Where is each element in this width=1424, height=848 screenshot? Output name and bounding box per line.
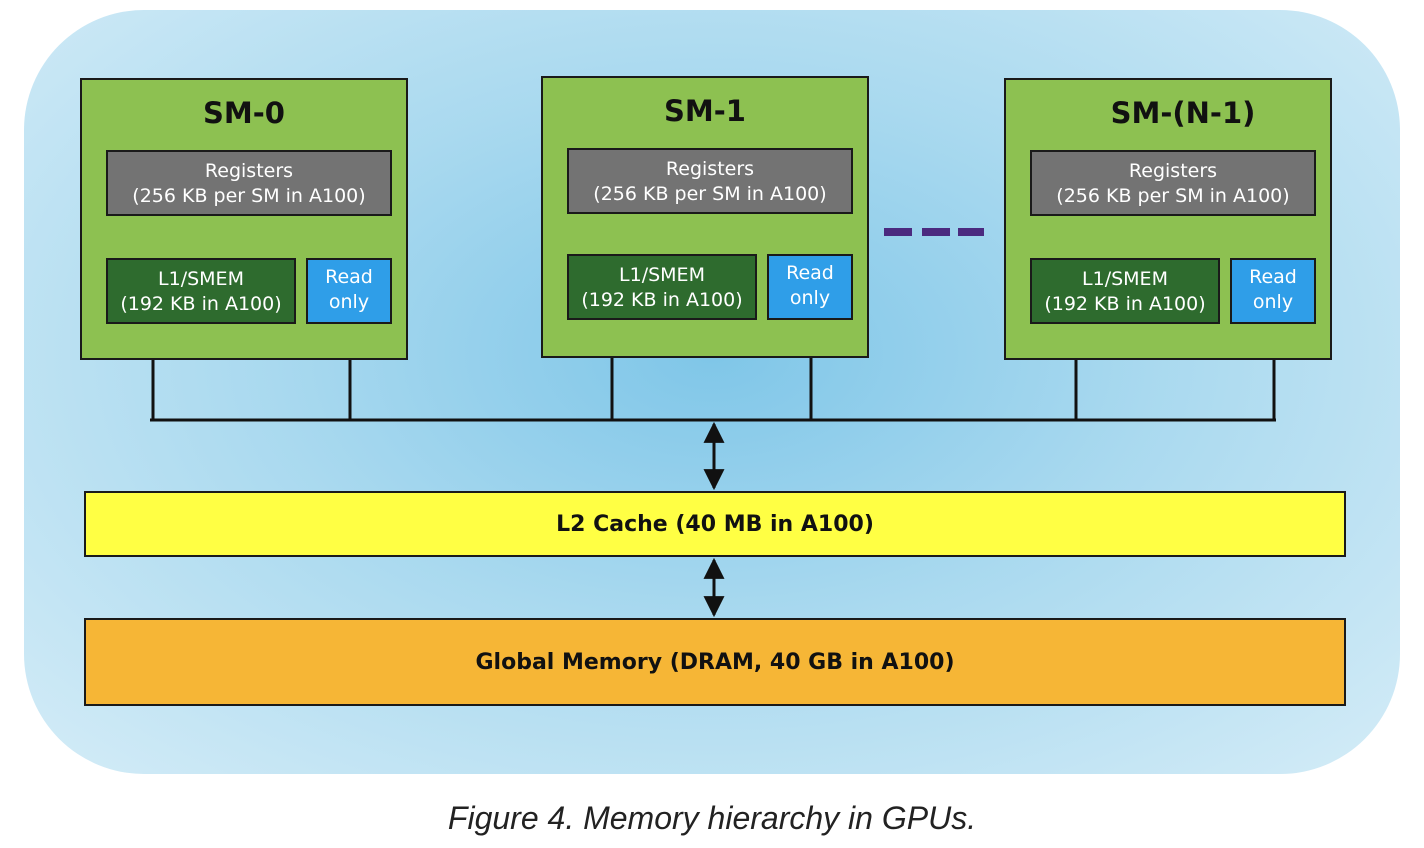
sm-block-0: SM-0 Registers (256 KB per SM in A100) L… xyxy=(80,78,408,360)
l1-label: L1/SMEM xyxy=(158,268,244,290)
sm-block-n-1: SM-(N-1) Registers (256 KB per SM in A10… xyxy=(1004,78,1332,360)
read-only-line2: only xyxy=(1252,291,1294,313)
l1-smem-box: L1/SMEM (192 KB in A100) xyxy=(106,258,296,324)
read-only-box: Read only xyxy=(1230,258,1316,324)
l2-cache-box: L2 Cache (40 MB in A100) xyxy=(84,491,1346,557)
read-only-line1: Read xyxy=(1249,266,1297,288)
l1-smem-box: L1/SMEM (192 KB in A100) xyxy=(567,254,757,320)
sm-block-1: SM-1 Registers (256 KB per SM in A100) L… xyxy=(541,76,869,358)
registers-label: Registers xyxy=(665,158,755,180)
sm-title: SM-0 xyxy=(203,96,285,130)
registers-size: (256 KB per SM in A100) xyxy=(132,185,366,207)
l1-smem-box: L1/SMEM (192 KB in A100) xyxy=(1030,258,1220,324)
sm-title: SM-(N-1) xyxy=(1110,96,1256,130)
read-only-box: Read only xyxy=(767,254,853,320)
read-only-line1: Read xyxy=(325,266,373,288)
registers-size: (256 KB per SM in A100) xyxy=(1056,185,1290,207)
l1-size: (192 KB in A100) xyxy=(120,293,282,315)
registers-box: Registers (256 KB per SM in A100) xyxy=(106,150,392,216)
registers-box: Registers (256 KB per SM in A100) xyxy=(567,148,853,214)
registers-box: Registers (256 KB per SM in A100) xyxy=(1030,150,1316,216)
global-memory-box: Global Memory (DRAM, 40 GB in A100) xyxy=(84,618,1346,706)
figure-caption: Figure 4. Memory hierarchy in GPUs. xyxy=(447,800,977,836)
read-only-box: Read only xyxy=(306,258,392,324)
l1-size: (192 KB in A100) xyxy=(581,289,743,311)
registers-label: Registers xyxy=(204,160,294,182)
read-only-line2: only xyxy=(328,291,370,313)
l1-label: L1/SMEM xyxy=(619,264,705,286)
l1-size: (192 KB in A100) xyxy=(1044,293,1206,315)
read-only-line1: Read xyxy=(786,262,834,284)
registers-size: (256 KB per SM in A100) xyxy=(593,183,827,205)
read-only-line2: only xyxy=(789,287,831,309)
registers-label: Registers xyxy=(1128,160,1218,182)
sm-title: SM-1 xyxy=(664,94,746,128)
l1-label: L1/SMEM xyxy=(1082,268,1168,290)
